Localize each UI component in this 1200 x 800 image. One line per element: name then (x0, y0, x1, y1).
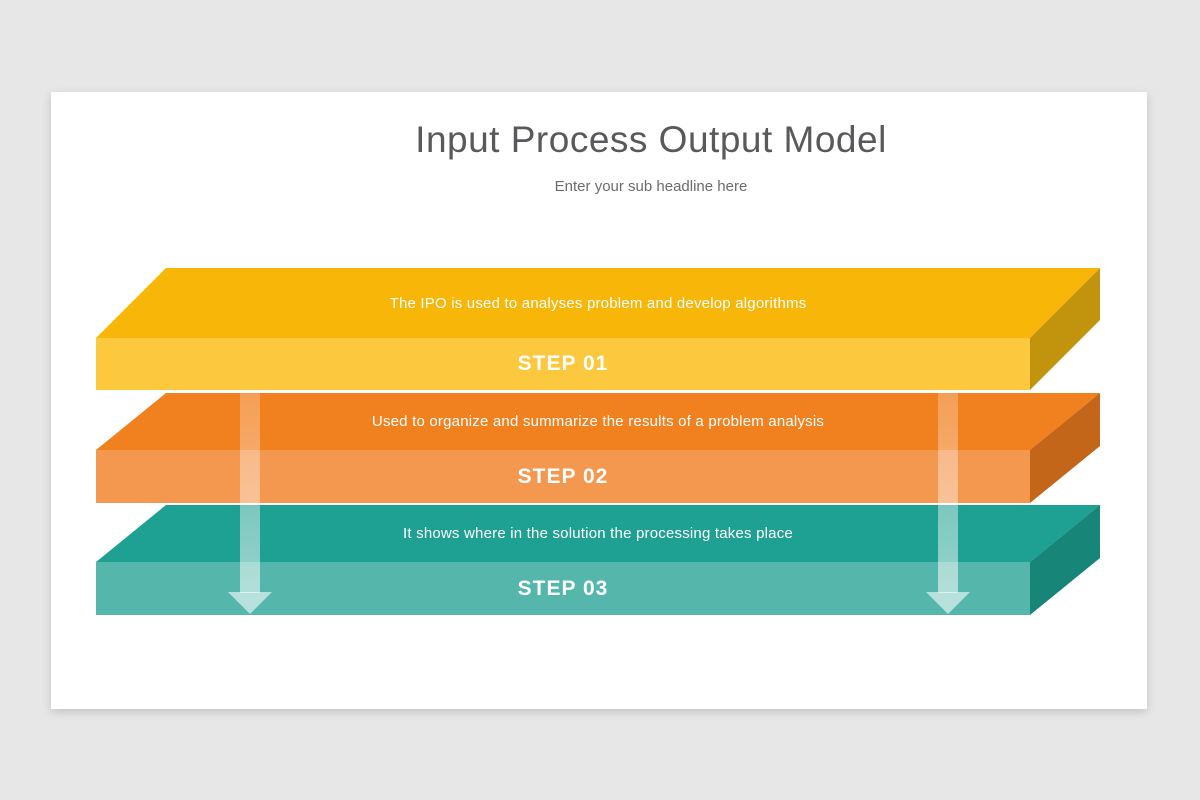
down-arrow-icon (228, 393, 272, 614)
step-label: STEP 01 (517, 352, 609, 375)
layer-description: It shows where in the solution the proce… (403, 525, 793, 542)
arrow-head (926, 592, 970, 614)
slide-subtitle: Enter your sub headline here (554, 178, 748, 195)
layer-top-face: The IPO is used to analyses problem and … (96, 268, 1100, 338)
step-label: STEP 02 (517, 464, 609, 488)
layer-front-face: STEP 01 (96, 338, 1030, 390)
ipo-layer-input: The IPO is used to analyses problem and … (96, 268, 1100, 390)
down-arrow-icon (926, 393, 970, 614)
slide-title: Input Process Output Model (415, 119, 887, 160)
layer-top-face: It shows where in the solution the proce… (96, 505, 1100, 562)
step-label: STEP 03 (517, 576, 609, 600)
ipo-layer-output: It shows where in the solution the proce… (96, 505, 1100, 615)
slide-header: Input Process Output Model Enter your su… (51, 118, 1200, 195)
layer-top-face: Used to organize and summarize the resul… (96, 393, 1100, 450)
arrow-head (228, 592, 272, 614)
layer-description: The IPO is used to analyses problem and … (389, 294, 807, 312)
arrow-shaft (938, 393, 958, 593)
layer-description: Used to organize and summarize the resul… (371, 413, 825, 430)
ipo-layer-process: Used to organize and summarize the resul… (96, 393, 1100, 503)
arrow-shaft (240, 393, 260, 593)
